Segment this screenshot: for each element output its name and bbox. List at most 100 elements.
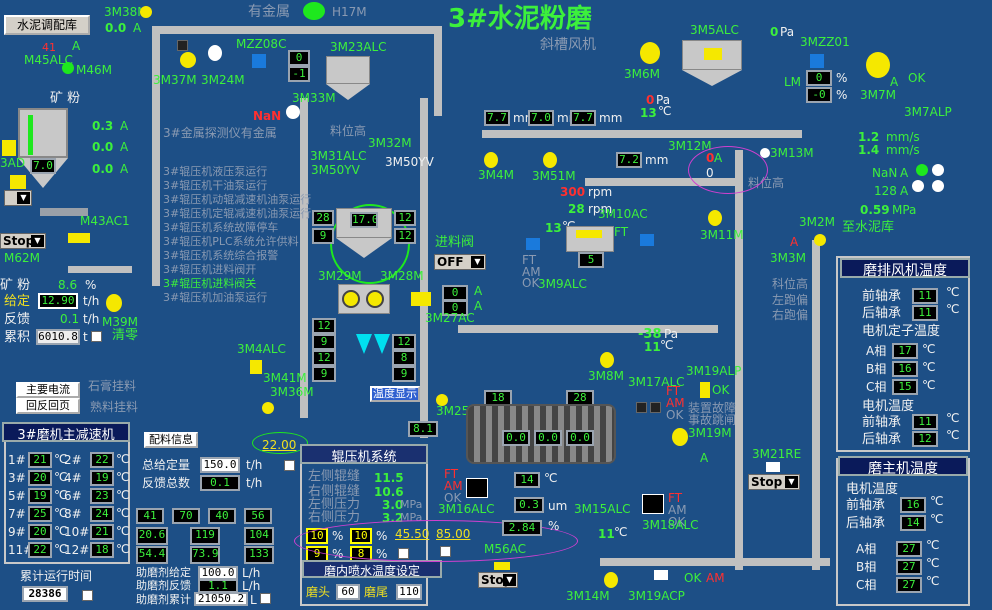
fan-back-value: 11 [912,305,938,321]
m8m-label: 3M8M [588,369,624,383]
m4alc-label: 3M4ALC [237,342,286,356]
conv-unit-3: mm [599,111,623,125]
runtime-value: 28386 [22,586,68,602]
reducer-unit-left: ℃ [54,524,68,538]
m38m-motor-icon [140,6,152,18]
sep-am-label: AM [522,265,541,279]
m56ac-label: M56AC [484,542,526,556]
grinding-aid-setpoint-label: 助磨剂给定 [136,566,191,579]
grinding-aid-setpoint[interactable]: 100.0 [198,566,238,580]
fan-motor-front-value: 11 [912,414,938,430]
reducer-label-right: 12# [64,543,90,557]
m6m-label: 3M6M [624,67,660,81]
conveyor-low [458,325,718,333]
m50yv-label: 3M50YV [311,163,360,177]
m37m-check[interactable] [177,40,188,51]
setpoint-checkbox[interactable] [284,460,295,471]
conv-val-2: 7.0 [528,110,554,126]
belt-left [68,266,132,273]
press-val-12: 12 [312,318,336,334]
press-val-r9: 9 [392,366,416,382]
grinding-aid-checkbox[interactable] [260,593,271,604]
mill-value-0c: 0.0 [566,430,594,446]
m9alc-label: 3M9ALC [538,277,587,291]
setpoint-input[interactable]: 12.90 [38,293,78,309]
reducer-label-left: 3# [8,471,26,485]
page-title: 3#水泥粉磨 [448,4,592,34]
m7alp-label: 3M7ALP [904,105,952,119]
m23-bag-filter [326,56,370,84]
left-pressure-label: 左侧压力 [308,497,361,512]
return-page-button[interactable]: 回反回页 [16,398,80,414]
reducer-unit-right: ℃ [116,506,130,520]
reducer-value-right: 23 [90,488,114,504]
reducer-value-right: 18 [90,542,114,558]
m18alc-label: 3M18ALC [642,518,699,532]
batching-info-button[interactable]: 配料信息 [144,432,198,448]
mill-head-label: 磨头 [306,585,331,599]
stop-select-right[interactable]: Stop▼ [748,474,800,490]
feeder-select[interactable]: ▼ [4,190,32,206]
m27-value2: 0 [442,300,468,316]
m5-pa-unit: Pa [780,25,795,39]
reducer-value-left: 22 [28,542,52,558]
m2m-label: 3M2M [799,215,835,229]
press-arrow-left [356,334,372,354]
fan-front-unit: ℃ [946,285,960,299]
m36m-label: 3M36M [270,385,314,399]
fan-phase-c-unit: ℃ [922,378,936,392]
total-setpoint-input[interactable]: 150.0 [200,457,240,473]
stop-select-mill[interactable]: Stop▼ [478,572,518,588]
m13m-indicator [760,148,770,158]
vibration-2-unit: mm/s [886,143,920,157]
bottom-pipe [600,558,830,566]
m14m-motor [604,572,618,588]
m38m-unit: A [133,21,142,35]
pressure-059-unit: MPa [892,203,917,217]
metal-label: 有金属 [248,4,290,20]
m19alp-label: 3M19ALP [686,364,742,378]
reducer-label-right: 10# [64,525,90,539]
right-valve-icon[interactable] [640,234,654,246]
page-subtitle: 斜槽风机 [540,37,596,53]
m37m-motor-icon [180,52,196,68]
ore-feed-label: 矿 粉 [0,278,31,293]
total-checkbox[interactable] [91,331,102,342]
m17-check-2[interactable] [650,402,661,413]
m38m-label: 3M38M [104,5,148,19]
mzz01-valve[interactable] [810,54,824,68]
current-1-unit: A [120,119,129,133]
roller-val-9: 9 [312,228,334,244]
alarm-item: 3#辊压机液压泵运行 [163,165,268,178]
m12m-label: 3M12M [668,139,712,153]
reducer-label-left: 11# [8,543,34,557]
roller-system-title: 辊压机系统 [300,444,428,465]
m23alc-label: 3M23ALC [330,40,387,54]
mzz01-value2: -0 [806,87,832,103]
temp-display-button[interactable]: 温度显示 [370,386,420,402]
feeder-valve-icon[interactable] [10,175,26,189]
runtime-checkbox[interactable] [82,590,93,601]
total-label: 累积 [4,330,31,345]
reset-button[interactable]: 清零 [112,328,139,343]
right-gap-label: 右侧辊缝 [308,484,361,499]
mzz08c-label: MZZ08C [236,37,287,51]
m46m-indicator [62,62,74,74]
left-valve-icon[interactable] [526,238,540,250]
feed-valve-select[interactable]: OFF▼ [434,254,486,270]
reducer-label-left: 5# [8,489,26,503]
mzz08c-valve-icon[interactable] [252,54,266,68]
mill-pressure-value: -38 [638,327,662,342]
m17-check-1[interactable] [636,402,647,413]
metal-fault-text: 3#金属探测仪有金属 [163,126,277,140]
separator-ft: FT [614,225,629,239]
fan-motor-back-label: 后轴承 [862,432,902,447]
moisture-value: 2.84 [502,520,542,536]
grinding-aid-unit2: L/h [242,579,261,593]
stop-select-left[interactable]: Stop▼ [0,233,46,249]
cement-mix-button[interactable]: 水泥调配库 [4,15,90,35]
mill-head-value[interactable]: 60 [336,584,360,600]
mill-tail-value[interactable]: 110 [396,584,422,600]
main-current-button[interactable]: 主要电流 [16,382,80,398]
m27-unit1: A [474,284,483,298]
